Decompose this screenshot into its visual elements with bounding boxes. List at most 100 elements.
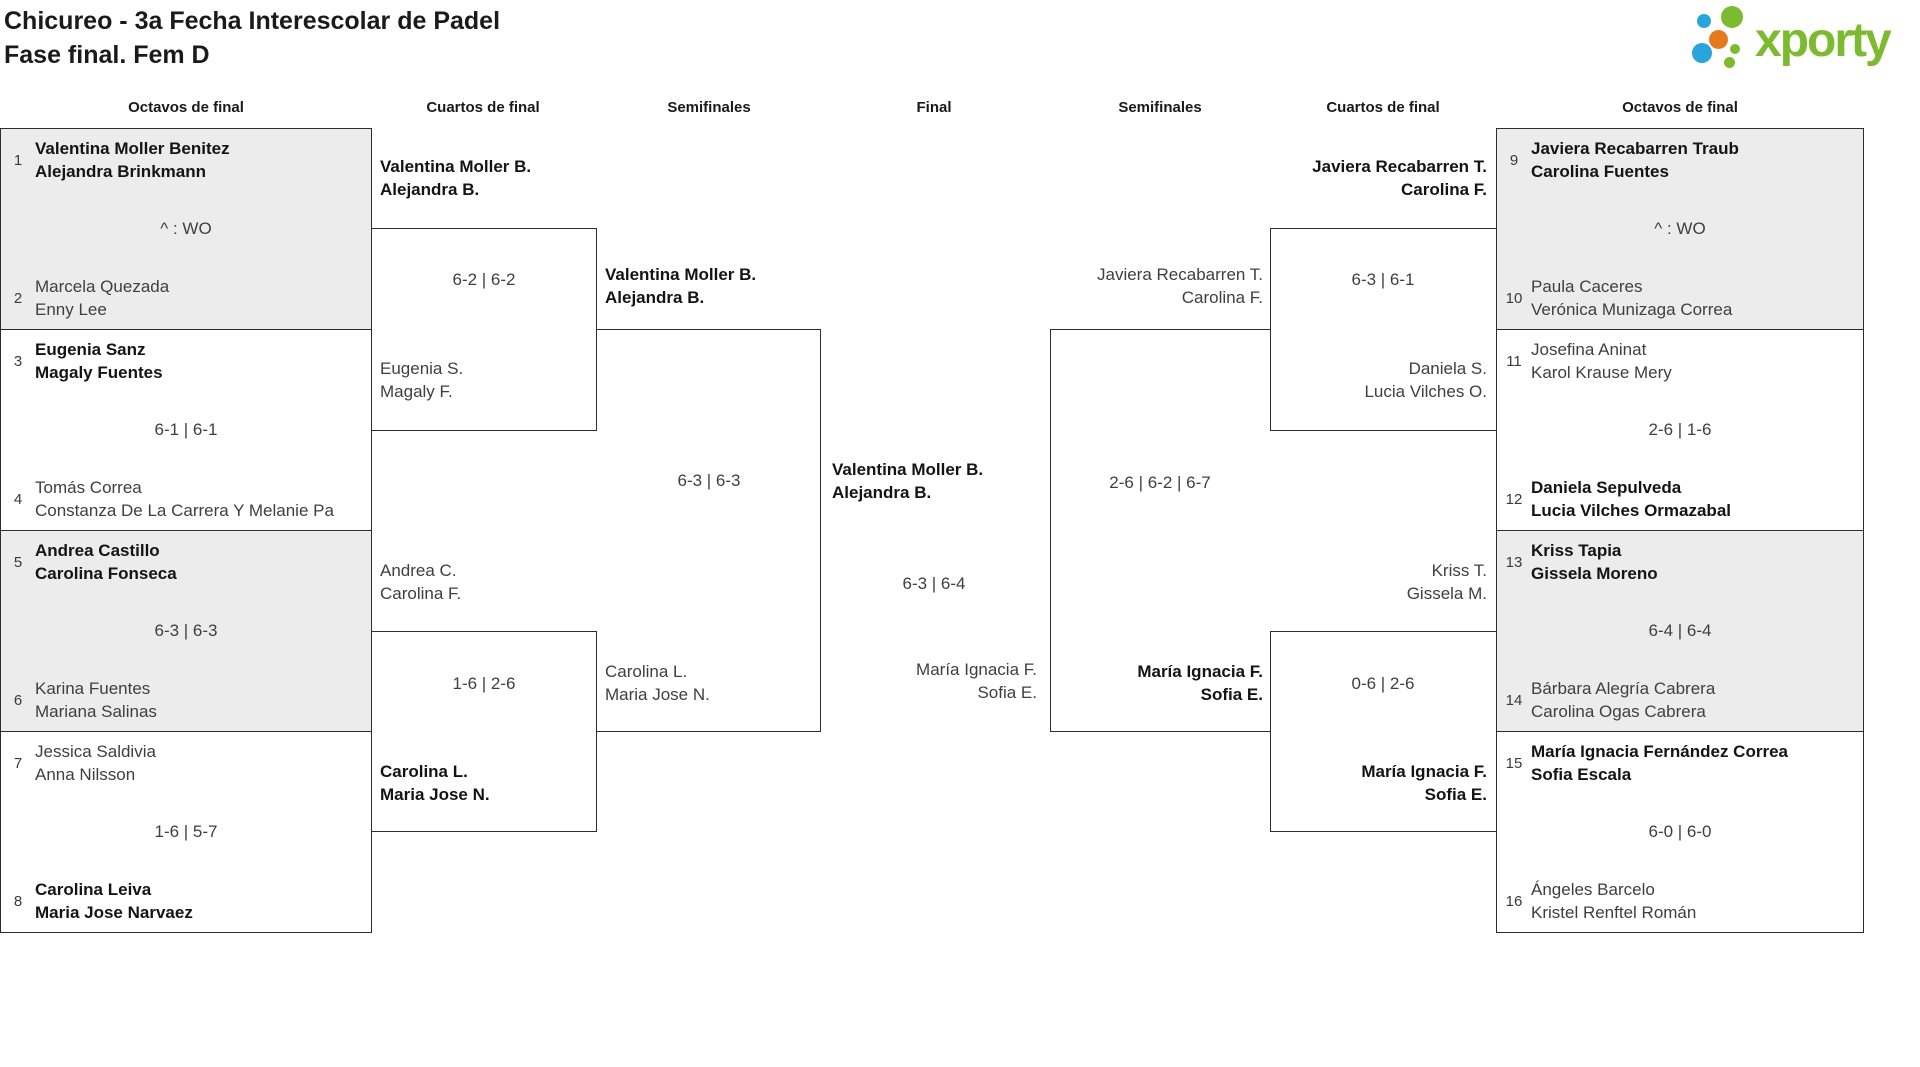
team-names: Ángeles Barcelo Kristel Renftel Román: [1531, 880, 1697, 922]
qf-right2-top-team[interactable]: Kriss T. Gissela M.: [1406, 561, 1487, 603]
logo-dot-orange: [1709, 30, 1728, 49]
round-header-semis-left: Semifinales: [667, 99, 751, 116]
team-names: Josefina Aninat Karol Krause Mery: [1531, 340, 1672, 382]
round-header-cuartos-left: Cuartos de final: [426, 99, 540, 116]
team-names: Paula Caceres Verónica Munizaga Correa: [1531, 277, 1733, 319]
sf-right-bottom-team[interactable]: María Ignacia F. Sofia E.: [1137, 662, 1263, 704]
logo-dot-blue-small: [1697, 14, 1711, 28]
logo-dot-green-small: [1724, 57, 1735, 68]
seed-number: 13: [1505, 553, 1523, 571]
team-names: Jessica Saldivia Anna Nilsson: [35, 742, 156, 784]
qf-left1-top-team[interactable]: Valentina Moller B. Alejandra B.: [380, 157, 532, 199]
team-entry[interactable]: 6 Karina Fuentes Mariana Salinas: [1, 677, 371, 723]
quarterfinal-box-left-2: [372, 631, 597, 832]
match-score: 6-0 | 6-0: [1648, 822, 1712, 841]
team-names: Carolina Leiva Maria Jose Narvaez: [35, 880, 193, 922]
team-entry[interactable]: 13 Kriss Tapia Gissela Moreno: [1497, 539, 1863, 585]
team-entry[interactable]: 3 Eugenia Sanz Magaly Fuentes: [1, 338, 371, 384]
sf-left-bottom-team[interactable]: Carolina L. Maria Jose N.: [605, 662, 710, 704]
team-entry[interactable]: 12 Daniela Sepulveda Lucia Vilches Ormaz…: [1497, 476, 1863, 522]
seed-number: 3: [13, 352, 23, 370]
semifinal-box-right: [1050, 329, 1270, 732]
seed-number: 5: [13, 553, 23, 571]
round-header-final: Final: [916, 99, 952, 116]
qf-left1-bottom-team[interactable]: Eugenia S. Magaly F.: [380, 359, 464, 401]
team-entry[interactable]: 11 Josefina Aninat Karol Krause Mery: [1497, 338, 1863, 384]
seed-number: 7: [13, 754, 23, 772]
round-header-cuartos-right: Cuartos de final: [1326, 99, 1440, 116]
qf-left1-score: 6-2 | 6-2: [452, 270, 516, 289]
team-names: Eugenia Sanz Magaly Fuentes: [35, 340, 163, 382]
match-score: 6-1 | 6-1: [154, 420, 218, 439]
team-entry[interactable]: 4 Tomás Correa Constanza De La Carrera Y…: [1, 476, 371, 522]
team-names: Valentina Moller Benitez Alejandra Brink…: [35, 139, 230, 181]
seed-number: 1: [13, 151, 23, 169]
semifinal-box-left: [597, 329, 821, 732]
seed-number: 11: [1506, 352, 1522, 370]
team-names: Daniela Sepulveda Lucia Vilches Ormazaba…: [1531, 478, 1731, 520]
team-names: Javiera Recabarren Traub Carolina Fuente…: [1531, 139, 1739, 181]
qf-right1-top-team[interactable]: Javiera Recabarren T. Carolina F.: [1312, 157, 1487, 199]
quarterfinal-box-right-2: [1270, 631, 1496, 832]
match-box-r16-11v12: 11 Josefina Aninat Karol Krause Mery 2-6…: [1496, 329, 1864, 531]
match-score: ^ : WO: [160, 219, 212, 238]
team-entry[interactable]: 5 Andrea Castillo Carolina Fonseca: [1, 539, 371, 585]
team-entry[interactable]: 7 Jessica Saldivia Anna Nilsson: [1, 740, 371, 786]
final-bottom-team[interactable]: María Ignacia F. Sofia E.: [916, 660, 1037, 702]
page-title: Chicureo - 3a Fecha Interescolar de Pade…: [4, 4, 500, 72]
sf-left-top-team[interactable]: Valentina Moller B. Alejandra B.: [605, 265, 757, 307]
match-box-r16-9v10: 9 Javiera Recabarren Traub Carolina Fuen…: [1496, 128, 1864, 330]
match-box-r16-1v2: 1 Valentina Moller Benitez Alejandra Bri…: [0, 128, 372, 330]
final-top-team[interactable]: Valentina Moller B. Alejandra B.: [832, 460, 984, 502]
team-entry[interactable]: 2 Marcela Quezada Enny Lee: [1, 275, 371, 321]
team-entry[interactable]: 16 Ángeles Barcelo Kristel Renftel Román: [1497, 878, 1863, 924]
qf-left2-score: 1-6 | 2-6: [452, 674, 516, 693]
team-entry[interactable]: 9 Javiera Recabarren Traub Carolina Fuen…: [1497, 137, 1863, 183]
team-entry[interactable]: 10 Paula Caceres Verónica Munizaga Corre…: [1497, 275, 1863, 321]
match-score: 1-6 | 5-7: [154, 822, 218, 841]
match-box-r16-15v16: 15 María Ignacia Fernández Correa Sofia …: [1496, 731, 1864, 933]
match-box-r16-5v6: 5 Andrea Castillo Carolina Fonseca 6-3 |…: [0, 530, 372, 732]
logo-dot-green-tiny: [1730, 44, 1740, 54]
seed-number: 6: [13, 691, 23, 709]
logo-dot-blue-large: [1692, 43, 1712, 63]
xporty-logo[interactable]: xporty: [1692, 4, 1918, 76]
round-header-octavos-left: Octavos de final: [128, 99, 244, 116]
qf-left2-top-team[interactable]: Andrea C. Carolina F.: [380, 561, 462, 603]
match-box-r16-13v14: 13 Kriss Tapia Gissela Moreno 6-4 | 6-4 …: [1496, 530, 1864, 732]
page-title-line1: Chicureo - 3a Fecha Interescolar de Pade…: [4, 7, 501, 35]
team-entry[interactable]: 8 Carolina Leiva Maria Jose Narvaez: [1, 878, 371, 924]
seed-number: 10: [1505, 289, 1523, 307]
sf-left-score: 6-3 | 6-3: [677, 471, 741, 490]
round-header-semis-right: Semifinales: [1118, 99, 1202, 116]
team-entry[interactable]: 15 María Ignacia Fernández Correa Sofia …: [1497, 740, 1863, 786]
team-names: María Ignacia Fernández Correa Sofia Esc…: [1531, 742, 1788, 784]
match-score: ^ : WO: [1654, 219, 1706, 238]
qf-right1-score: 6-3 | 6-1: [1351, 270, 1415, 289]
team-names: Tomás Correa Constanza De La Carrera Y M…: [35, 478, 334, 520]
match-score: 6-3 | 6-3: [154, 621, 218, 640]
qf-left2-bottom-team[interactable]: Carolina L. Maria Jose N.: [380, 762, 490, 804]
logo-text: xporty: [1755, 14, 1892, 67]
team-entry[interactable]: 14 Bárbara Alegría Cabrera Carolina Ogas…: [1497, 677, 1863, 723]
team-entry[interactable]: 1 Valentina Moller Benitez Alejandra Bri…: [1, 137, 371, 183]
team-names: Karina Fuentes Mariana Salinas: [35, 679, 157, 721]
quarterfinal-box-right-1: [1270, 228, 1496, 431]
team-names: Marcela Quezada Enny Lee: [35, 277, 170, 319]
seed-number: 14: [1505, 691, 1523, 709]
round-header-octavos-right: Octavos de final: [1622, 99, 1738, 116]
team-names: Kriss Tapia Gissela Moreno: [1531, 541, 1658, 583]
match-box-r16-7v8: 7 Jessica Saldivia Anna Nilsson 1-6 | 5-…: [0, 731, 372, 933]
seed-number: 2: [13, 289, 23, 307]
seed-number: 4: [13, 490, 23, 508]
seed-number: 8: [13, 892, 23, 910]
sf-right-top-team[interactable]: Javiera Recabarren T. Carolina F.: [1097, 265, 1263, 307]
logo-dot-green-large: [1721, 6, 1743, 28]
qf-right2-bottom-team[interactable]: María Ignacia F. Sofia E.: [1361, 762, 1487, 804]
team-names: Bárbara Alegría Cabrera Carolina Ogas Ca…: [1531, 679, 1716, 721]
sf-right-score: 2-6 | 6-2 | 6-7: [1109, 473, 1211, 492]
seed-number: 15: [1505, 754, 1523, 772]
qf-right1-bottom-team[interactable]: Daniela S. Lucia Vilches O.: [1364, 359, 1487, 401]
team-names: Andrea Castillo Carolina Fonseca: [35, 541, 177, 583]
